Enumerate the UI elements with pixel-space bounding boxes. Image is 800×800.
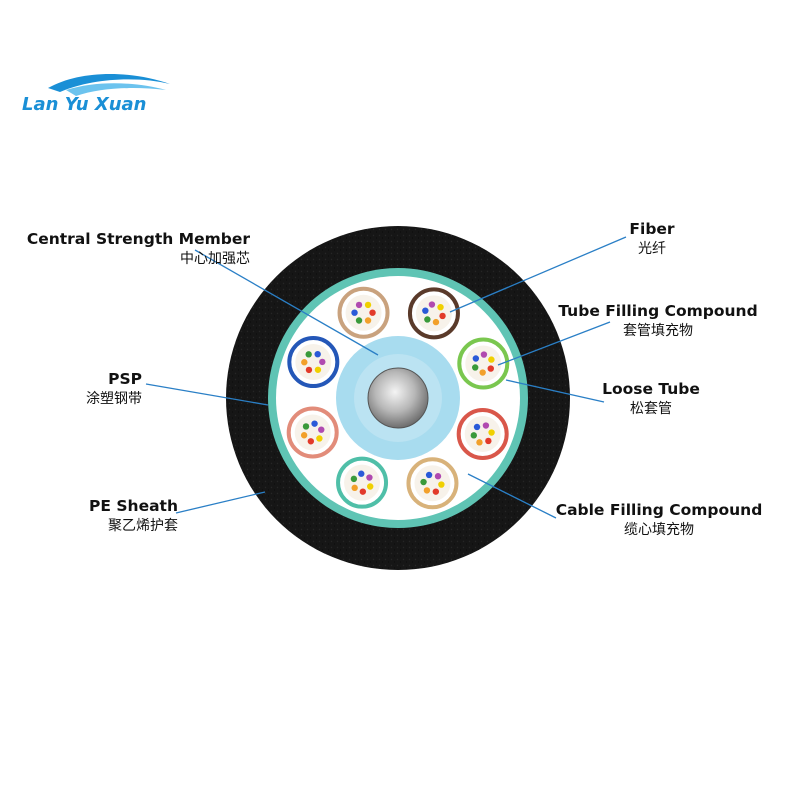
fiber-dot [438, 481, 445, 488]
loose-tube [337, 286, 390, 339]
fiber-dot [479, 369, 486, 376]
fiber-dot [366, 474, 373, 481]
fiber-dot [439, 312, 446, 320]
leader-loose-tube [505, 379, 605, 403]
fiber-dot [350, 475, 358, 483]
fiber-dot [314, 350, 321, 358]
fiber-dot [432, 488, 440, 495]
label-zh: 松套管 [630, 400, 672, 417]
fiber-dot [487, 365, 494, 372]
fiber-dot [359, 488, 367, 495]
loose-tube [336, 456, 389, 509]
label-en: PE Sheath [89, 497, 178, 515]
fiber-dot [367, 483, 374, 490]
fiber-dot [420, 478, 427, 486]
label-zh: 涂塑钢带 [86, 390, 142, 407]
fiber-dot [355, 301, 363, 309]
fiber-dot [488, 356, 495, 363]
fiber-dot [319, 358, 326, 366]
fiber-dot [473, 423, 481, 431]
fiber-dot [428, 301, 436, 308]
logo-text: Lan Yu Xuan [22, 94, 147, 115]
fiber-dot [307, 438, 315, 445]
fiber-dot [476, 439, 483, 446]
label-pe-sheath: PE Sheath 聚乙烯护套 [89, 497, 178, 534]
label-psp: PSP 涂塑钢带 [86, 370, 142, 407]
fiber-dot [316, 435, 323, 442]
fiber-dot [482, 422, 490, 429]
fiber-dot [423, 487, 431, 494]
label-en: Loose Tube [602, 380, 700, 398]
label-en: Central Strength Member [26, 230, 250, 248]
label-tube-filling-compound: Tube Filling Compound 套管填充物 [556, 302, 760, 339]
fiber-dot [472, 364, 479, 371]
fiber-dot [311, 420, 318, 427]
leader-fiber [449, 236, 627, 313]
fiber-dot [437, 303, 444, 311]
leader-psp [145, 383, 269, 406]
loose-tubes [286, 286, 510, 510]
fiber-dot [351, 484, 358, 492]
fiber-dot [302, 423, 310, 430]
leader-cable-filling-compound [467, 473, 557, 519]
leader-central-strength-member [194, 249, 379, 356]
fiber-dot [425, 471, 433, 479]
label-zh: 光纤 [638, 240, 666, 257]
fiber-dot [480, 351, 488, 358]
fiber-dot [364, 301, 372, 309]
loose-tube [406, 457, 459, 510]
fiber-dot [422, 307, 429, 314]
label-cable-filling-compound: Cable Filling Compound 缆心填充物 [554, 501, 764, 538]
loose-tube [407, 287, 460, 340]
label-zh: 缆心填充物 [624, 521, 694, 538]
label-zh: 聚乙烯护套 [108, 517, 178, 534]
fiber-dot [434, 473, 442, 480]
fiber-dot [305, 351, 312, 358]
fiber-dot [472, 355, 480, 362]
label-central-strength-member: Central Strength Member 中心加强芯 [26, 230, 250, 267]
fiber-dot [358, 470, 365, 477]
fiber-dot [488, 429, 495, 436]
leader-tube-filling-compound [497, 321, 611, 366]
fiber-dot [432, 318, 440, 326]
loose-tube [287, 336, 340, 389]
label-zh: 套管填充物 [623, 322, 693, 339]
fiber-dot [424, 316, 431, 323]
fiber-dot [351, 309, 358, 316]
fiber-dot [485, 437, 492, 445]
fiber-dot [314, 366, 322, 373]
label-en: PSP [108, 370, 142, 388]
loose-tube [457, 337, 510, 390]
fiber-dot [369, 309, 376, 316]
fiber-dot [364, 317, 372, 324]
central-strength-member [367, 367, 429, 429]
fiber-dot [305, 366, 313, 374]
fiber-dot [355, 317, 363, 324]
label-en: Cable Filling Compound [555, 501, 763, 519]
label-en: Tube Filling Compound [558, 302, 758, 320]
label-zh: 中心加强芯 [180, 250, 250, 267]
fiber-dot [301, 359, 308, 366]
loose-tube [456, 407, 509, 460]
label-en: Fiber [629, 220, 675, 238]
company-logo: Lan Yu Xuan [22, 73, 170, 115]
label-loose-tube: Loose Tube 松套管 [596, 380, 706, 417]
label-fiber: Fiber 光纤 [622, 220, 682, 257]
fiber-dot [318, 426, 325, 433]
fiber-dot [300, 432, 308, 439]
loose-tube [286, 406, 339, 459]
leader-pe-sheath [175, 491, 266, 514]
fiber-dot [470, 432, 477, 439]
